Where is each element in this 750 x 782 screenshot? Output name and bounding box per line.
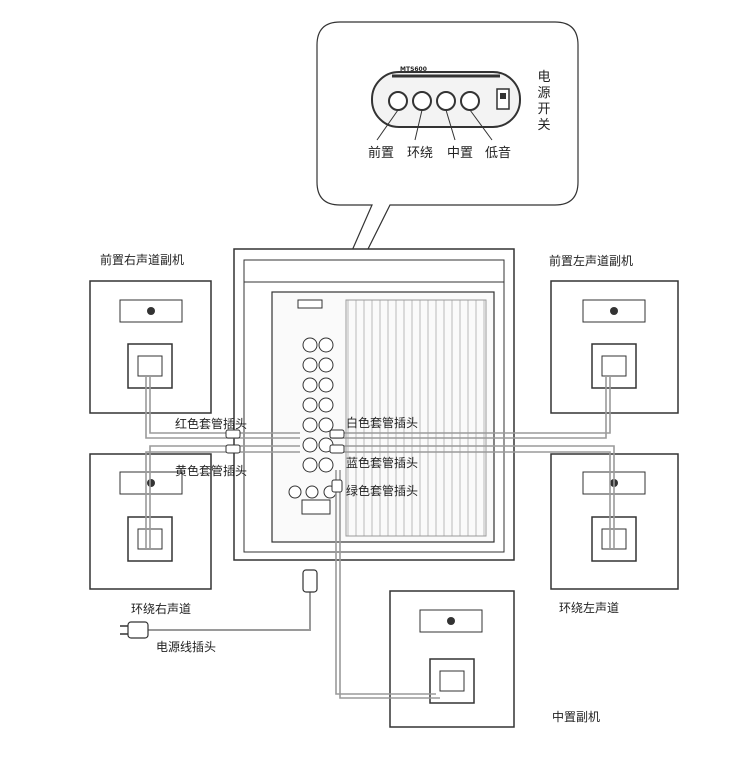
center-speaker [389, 590, 515, 728]
knob-label-front: 前置 [368, 146, 395, 161]
volume-knob-center[interactable] [436, 91, 456, 111]
label-blue-plug: 蓝色套管插头 [346, 456, 419, 470]
label-center: 中置副机 [552, 710, 601, 724]
fuse-holder [301, 499, 331, 515]
rca-jack-array [302, 337, 334, 473]
label-surround-right: 环绕右声道 [131, 602, 192, 616]
knob-label-surround: 环绕 [407, 146, 434, 161]
panel-model-text: MTS600 [400, 66, 427, 73]
label-power-plug: 电源线插头 [156, 640, 217, 654]
rca-plugs [225, 429, 345, 493]
power-switch[interactable] [496, 88, 510, 110]
volume-knob-surround[interactable] [412, 91, 432, 111]
power-switch-label: 电源开关 [537, 70, 551, 133]
label-green-plug: 绿色套管插头 [346, 484, 419, 498]
power-cord [120, 569, 318, 639]
volume-knob-front[interactable] [388, 91, 408, 111]
knob-label-bass: 低音 [485, 146, 512, 161]
knob-leader-lines [376, 109, 493, 141]
front-left-speaker [550, 280, 679, 414]
label-surround-left: 环绕左声道 [559, 601, 620, 615]
label-front-left: 前置左声道副机 [549, 254, 634, 268]
label-white-plug: 白色套管插头 [346, 416, 419, 430]
control-panel-callout [244, 21, 579, 496]
speaker-wires [145, 376, 615, 699]
volume-knob-bass[interactable] [460, 91, 480, 111]
label-yellow-plug: 黄色套管插头 [175, 464, 248, 478]
subwoofer-main-unit [233, 248, 515, 561]
label-front-right: 前置右声道副机 [100, 253, 185, 267]
knob-label-center: 中置 [447, 146, 474, 161]
label-red-plug: 红色套管插头 [175, 417, 248, 431]
